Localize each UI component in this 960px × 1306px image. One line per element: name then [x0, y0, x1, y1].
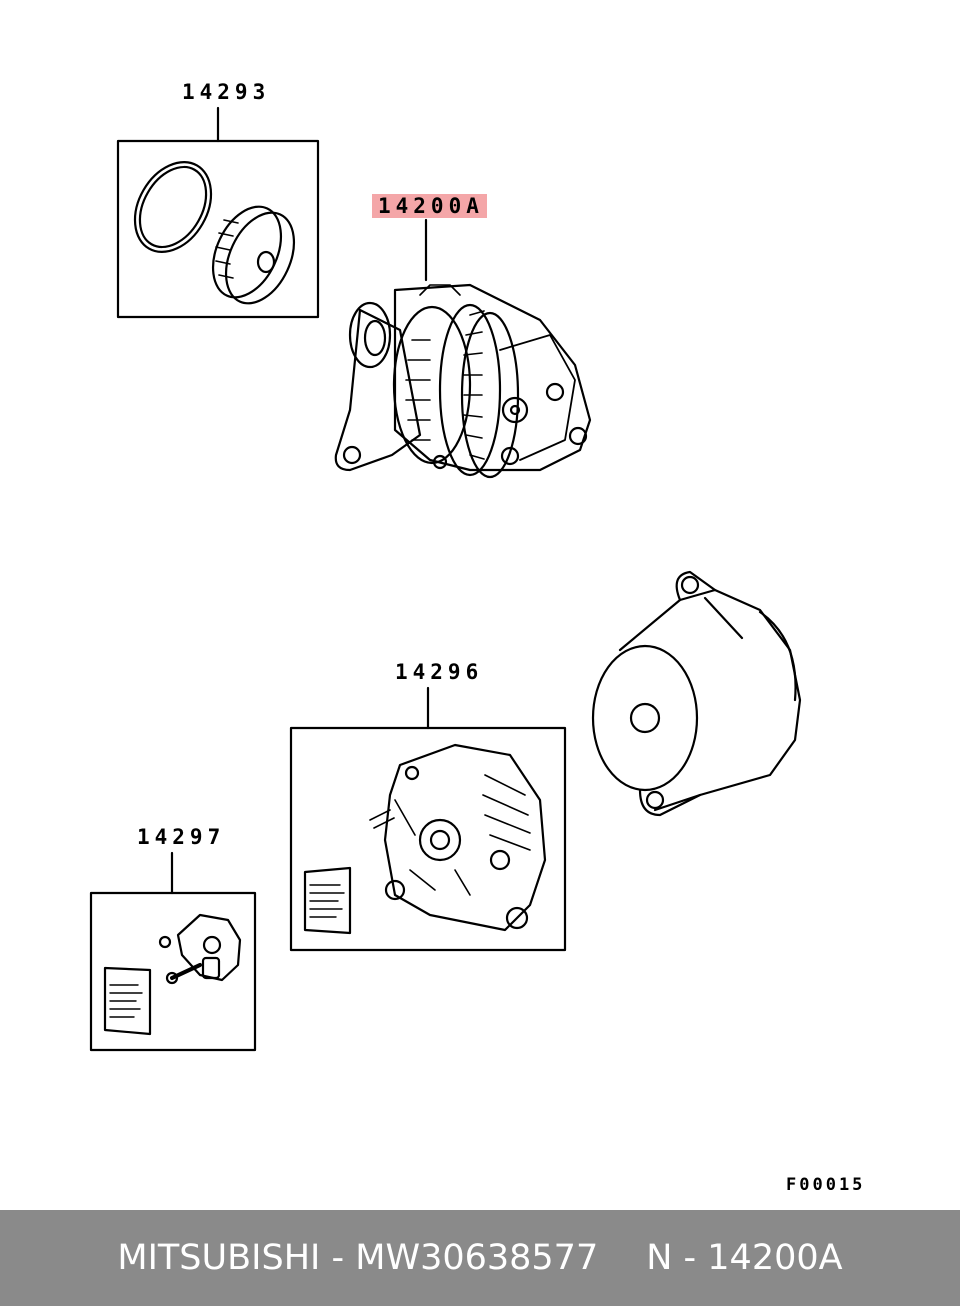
- pulley-kit-group: [116, 106, 320, 319]
- footer-brand: MITSUBISHI: [117, 1238, 321, 1278]
- figure-code: F00015: [786, 1175, 866, 1195]
- regulator-kit-box[interactable]: [89, 891, 257, 1052]
- part-label-14293: 14293: [182, 80, 271, 104]
- alternator-assembly-group: [334, 218, 592, 479]
- footer-separator: -: [331, 1238, 345, 1278]
- pulley-icon: [211, 205, 296, 305]
- notice-sheet-icon: [303, 866, 352, 935]
- part-label-14297: 14297: [137, 825, 226, 849]
- rear-housing-icon[interactable]: [591, 570, 802, 817]
- notice-sheet-small-icon: [103, 966, 152, 1036]
- part-label-14296: 14296: [395, 660, 484, 684]
- alternator-icon[interactable]: [334, 283, 592, 479]
- snap-ring-icon: [133, 160, 213, 254]
- footer-bar: MITSUBISHI - MW30638577 N - 14200A: [0, 1210, 960, 1306]
- part-label-14200a: 14200A: [372, 194, 487, 218]
- footer-part-number: MW30638577: [355, 1238, 599, 1278]
- rear-cover-kit-box[interactable]: [289, 726, 567, 952]
- rear-cover-kit-group: [289, 686, 567, 952]
- rear-cover-icon: [369, 743, 547, 932]
- pulley-kit-box[interactable]: [116, 139, 320, 319]
- footer-ref: N - 14200A: [646, 1238, 843, 1278]
- parts-diagram: [89, 106, 802, 1052]
- regulator-icon: [158, 913, 242, 985]
- regulator-kit-group: [89, 851, 257, 1052]
